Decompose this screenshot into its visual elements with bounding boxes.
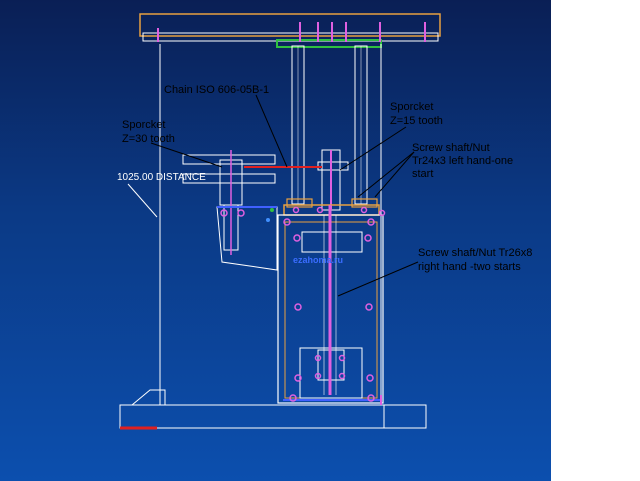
cad-viewport (0, 0, 551, 481)
left-screw-label-line1: Screw shaft/Nut (412, 142, 490, 154)
right-screw-label-line2: right hand -two starts (418, 261, 521, 273)
small-sprocket-label-line2: Z=15 tooth (390, 115, 443, 127)
blank-margin (551, 0, 640, 481)
main-housing (277, 198, 384, 404)
large-sprocket (182, 150, 276, 255)
large-sprocket-label-line2: Z=30 tooth (122, 133, 175, 145)
side-bracket (216, 206, 278, 271)
small-sprocket (317, 149, 349, 211)
left-screw-label-line3: start (412, 168, 433, 180)
small-sprocket-label-line1: Sporcket (390, 101, 433, 113)
large-sprocket-label-line1: Sporcket (122, 119, 165, 131)
bolt-markers (283, 206, 386, 402)
top-plate (139, 13, 441, 48)
leader-lines (127, 94, 419, 297)
distance-dimension: 1025.00 DISTANCE (117, 172, 206, 183)
chain-label: Chain ISO 606-05B-1 (164, 84, 269, 96)
base-plate (119, 389, 427, 430)
left-screw-label-line2: Tr24x3 left hand-one (412, 155, 513, 167)
guide-rods (291, 45, 368, 205)
right-screw-label-line1: Screw shaft/Nut Tr26x8 (418, 247, 532, 259)
watermark: ezahoma.ru (293, 255, 343, 265)
